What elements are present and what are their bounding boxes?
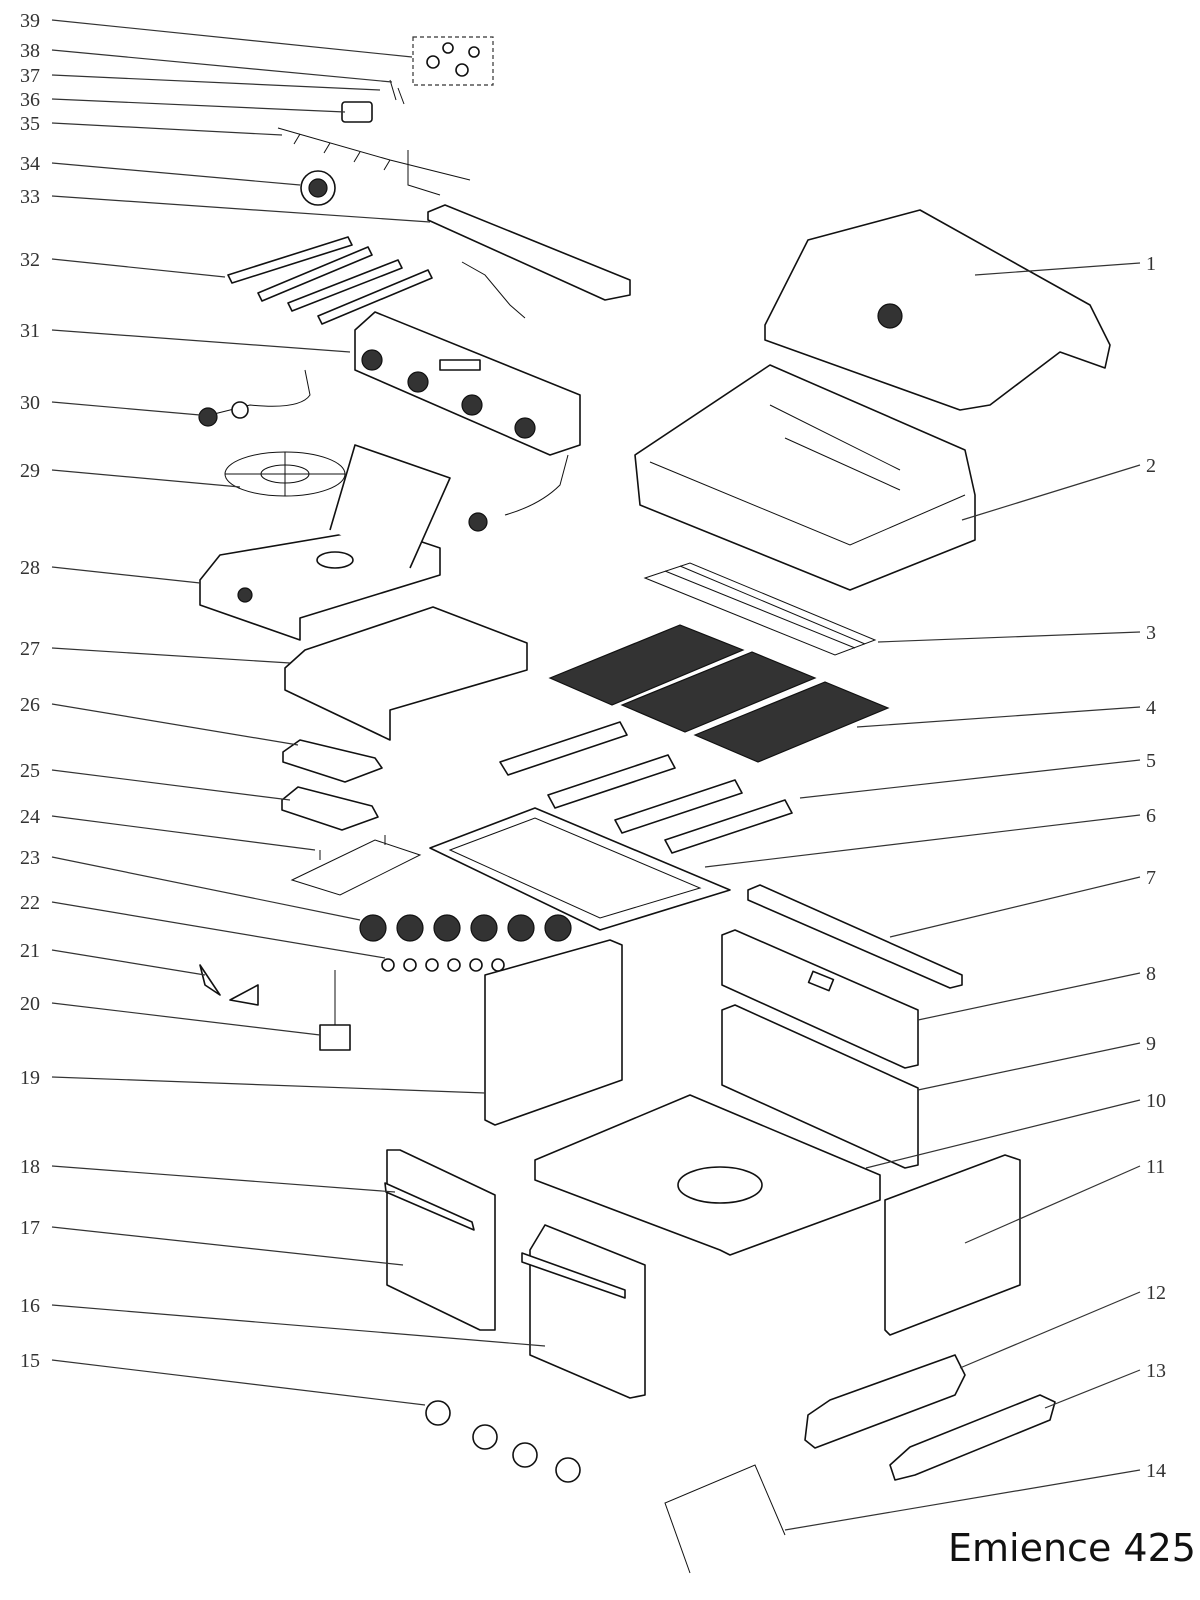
label-9: 9	[1146, 1033, 1156, 1055]
part-10-bottom-shelf	[534, 1094, 881, 1256]
label-29: 29	[20, 460, 40, 482]
part-15-casters	[425, 1400, 581, 1483]
label-18: 18	[20, 1156, 40, 1178]
label-17: 17	[20, 1217, 40, 1239]
part-26-grease-tray	[282, 739, 383, 783]
part-11-right-panel	[884, 1154, 1021, 1336]
part-23-control-knobs	[359, 914, 572, 942]
label-38: 38	[20, 40, 40, 62]
label-4: 4	[1146, 697, 1156, 719]
part-number-labels: 39 38 37 36 35 34 33 32 31 30 29 28 27 2…	[20, 10, 1166, 1482]
part-16-right-door	[529, 1224, 646, 1399]
part-31-control-panel	[354, 311, 581, 456]
label-39: 39	[20, 10, 40, 32]
part-drawings	[198, 36, 1111, 1574]
part-30-side-burner-hose	[198, 369, 311, 427]
label-36: 36	[20, 89, 40, 111]
part-29-side-burner-grate	[224, 451, 346, 497]
part-38-37-screws	[389, 79, 405, 105]
label-12: 12	[1146, 1282, 1166, 1304]
label-23: 23	[20, 847, 40, 869]
part-6-grease-pan	[429, 807, 731, 931]
leader-lines	[51, 19, 1141, 1531]
part-3-warming-rack	[643, 562, 877, 656]
part-24-tray-bracket	[290, 835, 422, 896]
label-25: 25	[20, 760, 40, 782]
label-13: 13	[1146, 1360, 1166, 1382]
label-27: 27	[20, 638, 40, 660]
label-1: 1	[1146, 253, 1156, 275]
part-22-knob-bezels	[381, 958, 505, 972]
part-4-cooking-grates	[548, 624, 890, 763]
label-22: 22	[20, 892, 40, 914]
part-21-brackets	[199, 964, 259, 1006]
label-24: 24	[20, 806, 40, 828]
part-1-hood	[764, 209, 1111, 411]
part-regulator-hose	[468, 454, 569, 532]
part-32-burners	[227, 236, 433, 325]
part-7-rear-brace	[747, 884, 963, 989]
part-13-front-trim	[889, 1394, 1056, 1481]
part-39-fastener-kit	[412, 36, 494, 86]
label-37: 37	[20, 65, 40, 87]
label-19: 19	[20, 1067, 40, 1089]
part-17-left-door	[386, 1149, 496, 1331]
label-28: 28	[20, 557, 40, 579]
label-34: 34	[20, 153, 40, 175]
part-28-side-burner-housing	[199, 444, 451, 641]
label-16: 16	[20, 1295, 40, 1317]
label-31: 31	[20, 320, 40, 342]
part-16-door-handle	[521, 1252, 626, 1299]
part-33-handle-rail	[427, 204, 631, 301]
part-27-side-shelf	[284, 606, 528, 741]
label-15: 15	[20, 1350, 40, 1372]
part-8-upper-panel	[721, 929, 919, 1069]
label-35: 35	[20, 113, 40, 135]
part-35-electrode-harness	[277, 127, 471, 196]
part-14-tank-hanger	[664, 1464, 786, 1574]
label-21: 21	[20, 940, 40, 962]
part-20-igniter	[319, 970, 351, 1051]
part-19-left-panel	[484, 939, 623, 1126]
part-2-firebox	[634, 364, 976, 591]
label-8: 8	[1146, 963, 1156, 985]
part-valve-manifold	[461, 261, 526, 319]
label-5: 5	[1146, 750, 1156, 772]
part-18-door-handle	[384, 1182, 475, 1231]
label-20: 20	[20, 993, 40, 1015]
part-12-trim-bracket	[804, 1354, 966, 1449]
label-30: 30	[20, 392, 40, 414]
part-25-drip-pan	[281, 786, 379, 831]
label-3: 3	[1146, 622, 1156, 644]
label-7: 7	[1146, 867, 1156, 889]
label-32: 32	[20, 249, 40, 271]
label-11: 11	[1146, 1156, 1165, 1178]
model-name: Emience 425	[948, 1526, 1196, 1570]
label-33: 33	[20, 186, 40, 208]
label-26: 26	[20, 694, 40, 716]
part-36-ignition-module	[341, 101, 373, 123]
label-6: 6	[1146, 805, 1156, 827]
label-10: 10	[1146, 1090, 1166, 1112]
part-34-thermometer	[300, 170, 336, 206]
part-5-flame-tamers	[499, 721, 793, 854]
label-14: 14	[1146, 1460, 1166, 1482]
label-2: 2	[1146, 455, 1156, 477]
part-9-lower-panel	[721, 1004, 919, 1169]
